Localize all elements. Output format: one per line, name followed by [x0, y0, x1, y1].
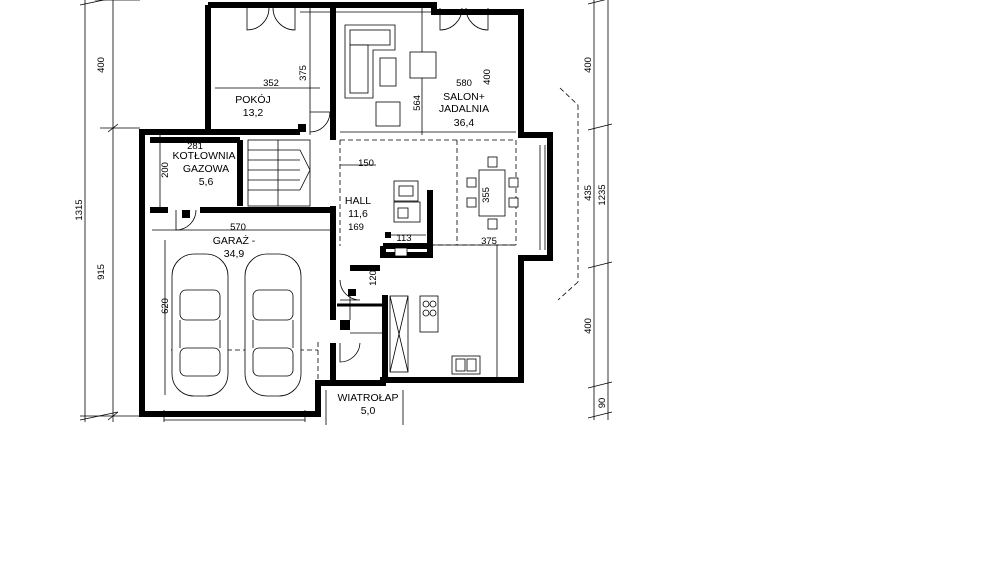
room-wiatrolap-area: 5,0	[361, 405, 376, 417]
dim-dining-355: 355	[481, 187, 492, 203]
dim-salon-580: 580	[456, 78, 472, 89]
room-salon-name-1: SALON+	[443, 91, 485, 103]
room-pokoj-name: POKÓJ	[235, 93, 271, 106]
dim-hall-120: 120	[368, 270, 379, 286]
doors	[175, 7, 489, 363]
dim-right-400-bottom: 400	[583, 318, 594, 334]
chimney	[393, 180, 419, 202]
dining-table	[466, 156, 519, 230]
room-pokoj-area: 13,2	[243, 107, 264, 119]
room-wiatrolap-name: WIATROŁAP	[337, 392, 398, 404]
dim-dining-375: 375	[481, 236, 497, 247]
dim-kotlownia-281: 281	[187, 141, 203, 152]
dim-pokoj-375: 375	[298, 65, 309, 81]
dim-left-1315: 1315	[74, 199, 85, 220]
dim-garaz-620: 620	[160, 298, 171, 314]
salon-sofa	[344, 24, 396, 99]
kitchen-counter	[389, 295, 481, 375]
salon-armchair-2	[375, 101, 401, 127]
dim-pokoj-352: 352	[263, 78, 279, 89]
room-hall-name: HALL	[345, 195, 371, 207]
left-dimension-chain	[79, 0, 140, 422]
dim-right-435: 435	[583, 185, 594, 201]
salon-coffee-table	[379, 57, 397, 87]
dim-hall-150: 150	[358, 158, 374, 169]
dim-bath-113: 113	[396, 233, 411, 244]
interior-walls	[150, 8, 433, 382]
room-salon-area: 36,4	[454, 117, 475, 129]
car-2	[244, 253, 302, 397]
dim-right-1235: 1235	[597, 184, 608, 205]
bathroom-fixtures	[393, 201, 421, 257]
dim-left-400: 400	[96, 57, 107, 73]
dim-salon-400: 400	[482, 69, 493, 85]
room-salon-name-2: JADALNIA	[439, 103, 489, 115]
bay-window	[539, 145, 546, 250]
dim-left-915: 915	[96, 264, 107, 280]
dim-right-90: 90	[597, 398, 608, 409]
dim-kotlownia-200: 200	[160, 162, 171, 178]
room-garaz-area: 34,9	[224, 248, 245, 260]
dim-salon-564: 564	[412, 95, 423, 111]
small-markers	[182, 124, 391, 330]
staircase	[247, 139, 311, 207]
dim-right-400-top: 400	[583, 57, 594, 73]
room-kotlownia-area: 5,6	[199, 176, 214, 188]
room-hall-area: 11,6	[348, 208, 368, 220]
right-dimension-chain	[557, 0, 613, 420]
salon-armchair-1	[409, 51, 437, 79]
dim-garaz-570: 570	[230, 222, 246, 233]
room-kotlownia-name-1: KOTŁOWNIA	[172, 150, 235, 162]
room-kotlownia-name-2: GAZOWA	[183, 163, 229, 175]
car-1	[171, 253, 229, 397]
room-garaz-name: GARAŻ -	[213, 234, 256, 247]
dim-hall-169: 169	[348, 222, 364, 233]
